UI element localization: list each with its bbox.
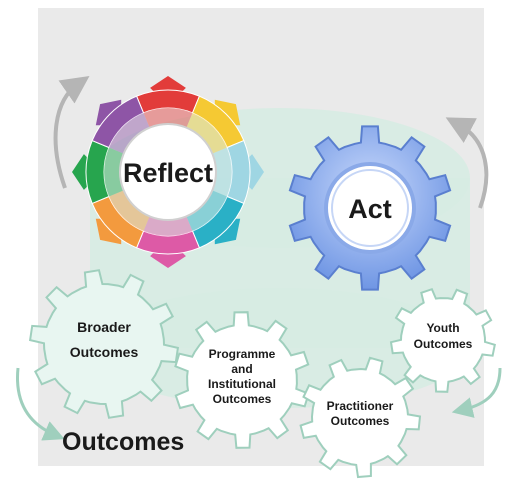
programme-outcomes-line1: Programme	[209, 347, 276, 361]
programme-outcomes-line3: Institutional	[208, 377, 276, 391]
outcomes-title: Outcomes	[62, 428, 184, 456]
reflect-center-circle	[119, 123, 217, 221]
broader-outcomes-line1: Broader	[77, 319, 131, 335]
cycle-arrow-right	[445, 117, 489, 209]
broader-outcomes-line2: Outcomes	[70, 344, 139, 360]
cycle-arrow-left	[53, 75, 90, 189]
youth-outcomes-line1: Youth	[426, 321, 459, 335]
reflect-gear-tooth	[95, 99, 122, 126]
practitioner-outcomes-gear	[299, 356, 422, 479]
reflect-label: Reflect	[123, 158, 213, 188]
reflect-gear-tooth	[150, 76, 186, 93]
practitioner-outcomes-line2: Outcomes	[331, 414, 390, 428]
youth-outcomes-gear	[389, 287, 496, 393]
youth-outcomes-line2: Outcomes	[414, 337, 473, 351]
reflect-gear-inner-segment	[108, 190, 150, 232]
reflect-gear-inner-segment	[108, 112, 150, 154]
reflect-gear-tooth	[150, 251, 186, 268]
reflect-gear-inner-segment	[104, 147, 124, 197]
reflect-gear-inner-segment	[212, 147, 232, 197]
reflect-gear-inner-segment	[143, 108, 193, 128]
programme-outcomes-line2: and	[231, 362, 252, 376]
reflect-gear-tooth	[214, 218, 241, 245]
programme-outcomes-gear	[174, 311, 310, 449]
reflect-gear-inner-segment	[143, 216, 193, 236]
programme-outcomes-line4: Outcomes	[213, 392, 272, 406]
outcomes-arrow-right	[451, 367, 502, 418]
reflect-gear-tooth	[95, 218, 122, 245]
practitioner-outcomes-line1: Practitioner	[327, 399, 394, 413]
reflect-gear	[72, 76, 264, 268]
reflect-gear-inner-segment	[186, 190, 228, 232]
reflect-gear-inner-segment	[186, 112, 228, 154]
act-label: Act	[348, 194, 392, 224]
reflect-gear-segment	[91, 95, 145, 149]
reflect-gear-tooth	[72, 154, 89, 190]
act-inner-ring	[331, 169, 409, 247]
broader-outcomes-gear	[28, 269, 180, 419]
reflect-gear-tooth	[214, 99, 241, 126]
reflect-gear-tooth	[247, 154, 264, 190]
outcomes-arrow-left	[15, 367, 65, 441]
